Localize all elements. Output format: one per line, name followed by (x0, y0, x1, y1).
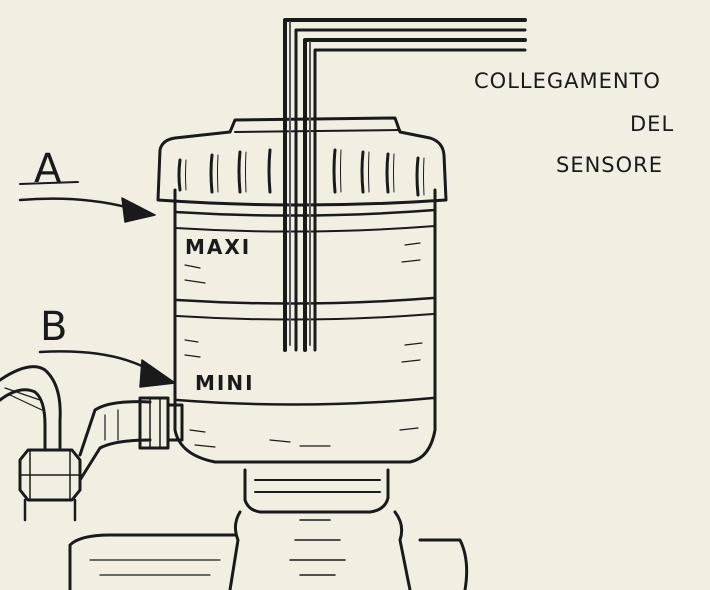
caption-line-2: DEL (630, 112, 674, 136)
mini-level-marking: MINI (195, 371, 255, 395)
reservoir-cap (158, 118, 446, 205)
label-b: B (40, 304, 67, 350)
arrow-a (20, 198, 155, 222)
reservoir-base (70, 470, 467, 590)
label-a: A (34, 146, 62, 192)
caption-line-3: SENSORE (556, 153, 663, 177)
arrow-b (40, 351, 175, 387)
caption-line-1: COLLEGAMENTO (474, 69, 661, 93)
hose-assembly (0, 367, 182, 520)
maxi-level-marking: MAXI (185, 235, 251, 259)
